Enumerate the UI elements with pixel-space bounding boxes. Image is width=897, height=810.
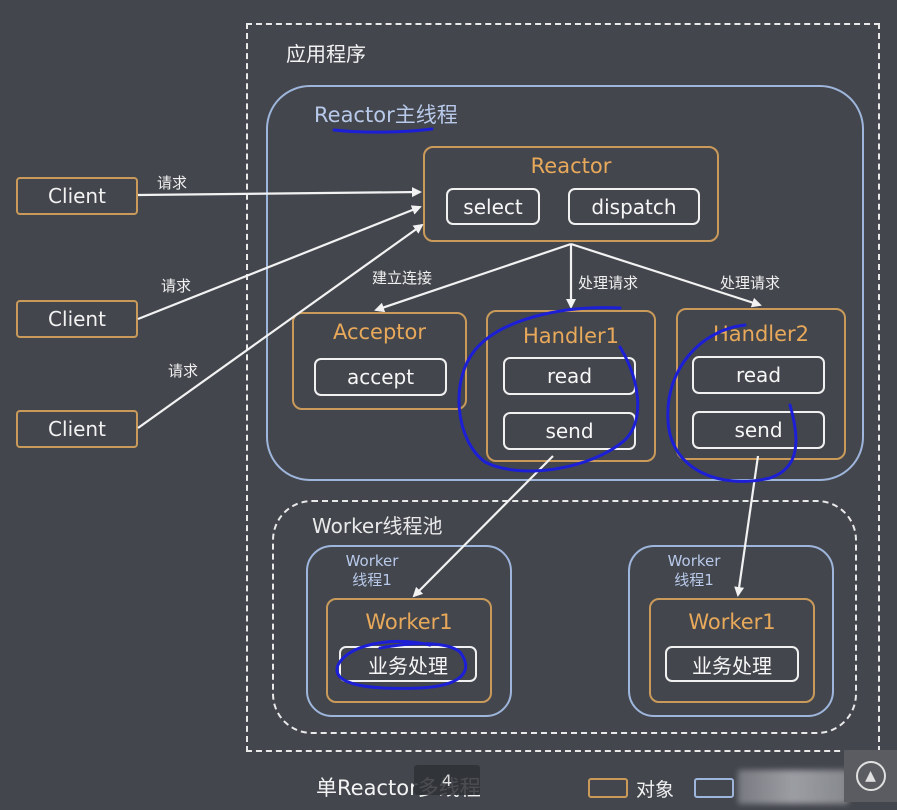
worker1-right-task-box: 业务处理 (665, 646, 799, 682)
handle-label-1: 处理请求 (578, 274, 639, 292)
page-badge-number: 4 (441, 770, 453, 790)
worker-thread-right-label: Worker 线程1 (654, 552, 734, 590)
page-badge: 4 (414, 765, 480, 795)
reactor-object: Reactor (423, 146, 719, 242)
legend-thread-swatch (694, 778, 734, 798)
worker-thread-left-label-2: 线程1 (352, 571, 392, 589)
client-3: Client (16, 410, 138, 448)
legend-blur-patch (738, 770, 848, 804)
worker1-right-object: Worker1 (649, 598, 815, 703)
handler2-send-box: send (692, 411, 825, 449)
worker-pool-label: Worker线程池 (312, 514, 443, 538)
application-label: 应用程序 (286, 42, 366, 66)
handle-label-2: 处理请求 (720, 274, 781, 292)
reactor-title: Reactor (530, 154, 612, 178)
handler1-read-box: read (503, 357, 636, 395)
connect-label: 建立连接 (372, 269, 433, 287)
client-2: Client (16, 300, 138, 338)
handler1-send-box: send (503, 412, 636, 450)
handler2-read-box: read (692, 356, 825, 394)
worker1-left-object: Worker1 (326, 598, 492, 703)
worker-pool (272, 500, 857, 734)
worker1-left-title: Worker1 (365, 610, 453, 634)
legend-object-swatch (588, 778, 628, 798)
worker-thread-left-label-1: Worker (345, 552, 399, 570)
worker-thread-right (628, 545, 834, 717)
request-label-1: 请求 (157, 174, 188, 192)
worker-thread-left-label: Worker 线程1 (332, 552, 412, 590)
request-label-3: 请求 (168, 362, 199, 380)
accept-box: accept (314, 358, 447, 396)
dispatch-box: dispatch (568, 188, 700, 225)
reactor-main-thread-label: Reactor主线程 (314, 103, 458, 127)
worker1-right-title: Worker1 (688, 610, 776, 634)
worker-thread-right-label-1: Worker (667, 552, 721, 570)
worker1-left-task-box: 业务处理 (339, 646, 477, 682)
worker-thread-left (306, 545, 512, 717)
worker-thread-right-label-2: 线程1 (674, 571, 714, 589)
request-label-2: 请求 (161, 277, 192, 295)
legend-object-label: 对象 (636, 779, 675, 801)
arrow-up-icon: ▲ (855, 761, 886, 791)
client-1: Client (16, 177, 138, 215)
handler1-title: Handler1 (522, 324, 620, 348)
select-box: select (446, 188, 540, 225)
acceptor-title: Acceptor (332, 320, 427, 344)
scroll-top-button[interactable]: ▲ (844, 750, 897, 802)
handler2-title: Handler2 (712, 322, 810, 346)
